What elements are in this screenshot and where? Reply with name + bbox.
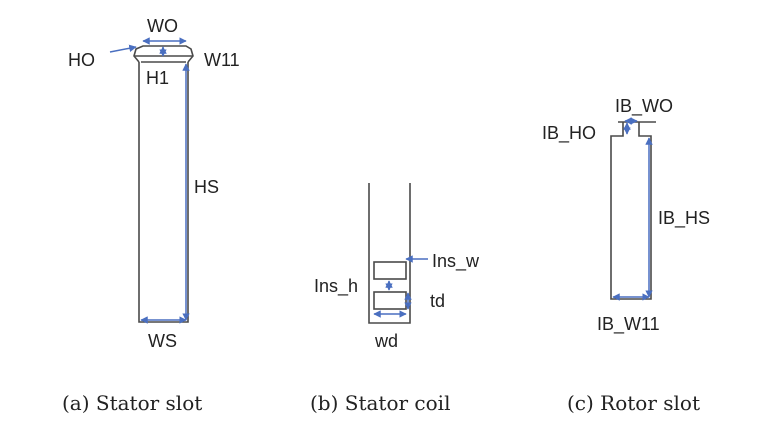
ins-h-label: Ins_h <box>314 276 358 297</box>
rotor-slot-outline <box>610 122 652 300</box>
h1-label: H1 <box>146 68 169 88</box>
ib-wo-label: IB_WO <box>615 96 673 117</box>
stator-slot-caption: (a) Stator slot <box>62 391 202 415</box>
w11-label: W11 <box>204 50 240 70</box>
td-label: td <box>430 291 445 311</box>
ins-w-label: Ins_w <box>432 251 480 272</box>
coil-slot-outline <box>368 183 411 324</box>
stator-slot-panel: WO HO W11 H1 HS WS (a) Stator slot <box>62 16 240 415</box>
ib-w11-label: IB_W11 <box>597 314 660 335</box>
ws-label: WS <box>148 331 177 351</box>
hs-label: HS <box>194 177 219 197</box>
wo-label: WO <box>147 16 178 36</box>
upper-coil-rect <box>373 261 407 280</box>
wd-label: wd <box>374 331 398 351</box>
ib-ho-label: IB_HO <box>542 123 596 144</box>
stator-coil-panel: Ins_w Ins_h td wd (b) Stator coil <box>310 183 480 415</box>
ho-dimension-arrow <box>109 44 137 53</box>
lower-coil-rect <box>373 291 407 310</box>
ho-label: HO <box>68 50 95 70</box>
rotor-slot-panel: IB_WO IB_HO IB_HS IB_W11 (c) Rotor slot <box>542 96 710 415</box>
rotor-slot-caption: (c) Rotor slot <box>567 391 700 415</box>
ib-hs-label: IB_HS <box>658 208 710 229</box>
stator-coil-caption: (b) Stator coil <box>310 391 450 415</box>
